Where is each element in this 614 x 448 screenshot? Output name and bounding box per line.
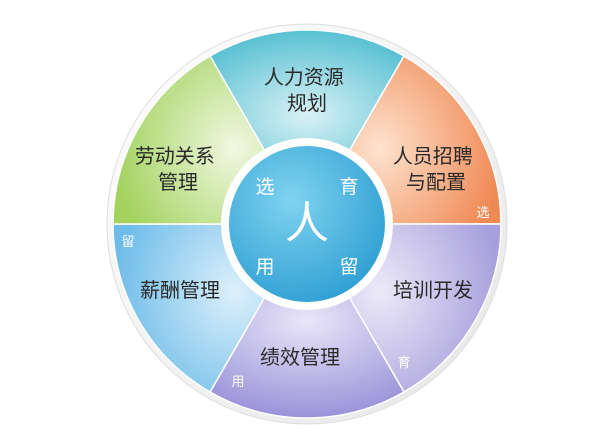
label-training: 培训开发 (393, 278, 473, 302)
segment-group (112, 29, 502, 419)
edge-word-yu: 育 (397, 355, 410, 371)
label-labor: 劳动关系 管理 (135, 144, 221, 194)
label-planning: 人力资源 规划 (264, 65, 350, 115)
edge-word-xuan: 选 (476, 206, 489, 221)
label-compensation: 薪酬管理 (140, 278, 220, 302)
center-word-xuan: 选 (255, 176, 274, 198)
label-staffing: 人员招聘 与配置 (393, 144, 479, 194)
center-word-yong: 用 (255, 256, 274, 278)
center-person-glyph: 人 (285, 198, 329, 249)
edge-word-liu: 留 (121, 235, 134, 250)
center-word-liu: 留 (339, 256, 358, 278)
center-word-yu: 育 (339, 176, 358, 198)
edge-word-yong: 用 (231, 375, 244, 390)
label-performance: 绩效管理 (260, 345, 340, 369)
center-circle (229, 146, 385, 302)
